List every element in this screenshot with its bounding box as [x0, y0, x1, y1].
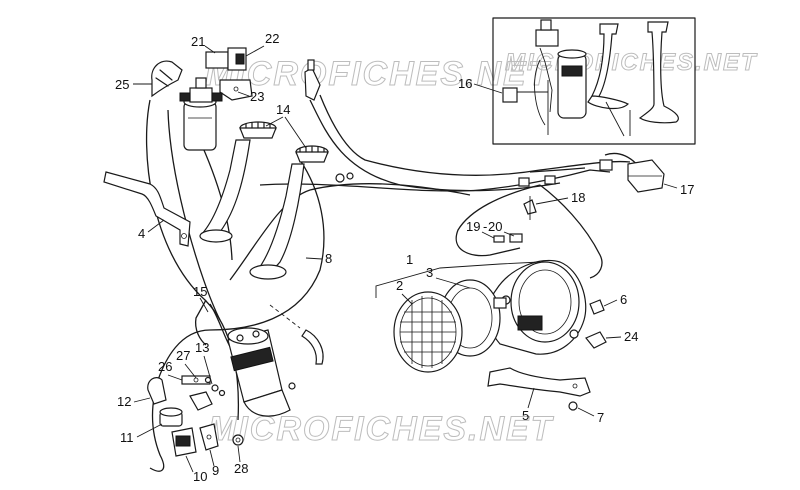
screw-6	[589, 299, 605, 315]
svg-text:10: 10	[193, 469, 207, 484]
svg-text:20: 20	[488, 219, 502, 234]
fasteners-left	[181, 375, 226, 411]
label-7: 7	[577, 407, 604, 425]
inset-components	[502, 19, 679, 137]
label-26: 26	[158, 359, 183, 381]
svg-text:17: 17	[680, 182, 694, 197]
watermark-inset: MICROFICHES.NET	[505, 49, 758, 76]
label-6: 6	[603, 292, 627, 307]
label-separator: -	[483, 219, 487, 234]
headlight-bracket	[487, 367, 591, 397]
svg-text:23: 23	[250, 89, 264, 104]
svg-text:11: 11	[120, 430, 134, 445]
label-25: 25	[115, 77, 152, 92]
switch-assembly	[205, 47, 253, 101]
svg-text:7: 7	[597, 410, 604, 425]
label-9: 9	[209, 449, 219, 478]
label-11: 11	[120, 423, 163, 445]
svg-text:27: 27	[176, 348, 190, 363]
label-19: 19	[466, 219, 495, 239]
svg-text:19: 19	[466, 219, 480, 234]
relay-17	[627, 159, 665, 193]
label-14: 14	[265, 102, 307, 149]
label-10: 10	[185, 455, 207, 484]
label-20: 20	[488, 219, 515, 237]
label-18: 18	[535, 190, 585, 205]
label-1: 1	[375, 252, 541, 298]
svg-text:15: 15	[193, 284, 207, 299]
bulb-holder	[493, 233, 523, 243]
nut-7	[568, 401, 578, 411]
bracket-left	[103, 171, 191, 247]
svg-text:14: 14	[276, 102, 290, 117]
label-28: 28	[234, 445, 248, 476]
svg-text:6: 6	[620, 292, 627, 307]
label-4: 4	[138, 219, 165, 241]
label-27: 27	[176, 348, 197, 379]
svg-text:25: 25	[115, 77, 129, 92]
label-23: 23	[237, 89, 264, 104]
relay-11	[159, 407, 183, 427]
watermark-top: MICROFICHES.NET	[205, 55, 552, 93]
nut-28	[232, 434, 244, 446]
svg-text:8: 8	[325, 251, 332, 266]
label-3: 3	[426, 265, 471, 289]
label-2: 2	[396, 278, 413, 305]
connector-12	[147, 377, 167, 405]
inset-box	[492, 17, 696, 145]
svg-text:4: 4	[138, 226, 145, 241]
svg-text:28: 28	[234, 461, 248, 476]
svg-text:13: 13	[195, 340, 209, 355]
label-12: 12	[117, 394, 151, 409]
label-22: 22	[245, 31, 279, 57]
label-17: 17	[663, 182, 694, 197]
svg-text:2: 2	[396, 278, 403, 293]
headlight-shell	[487, 259, 587, 355]
spark-plug-cap	[151, 60, 183, 98]
label-5: 5	[522, 387, 535, 423]
ignition-unit	[179, 77, 223, 151]
connector-18	[523, 196, 537, 220]
harness-connectors	[304, 59, 613, 187]
svg-text:24: 24	[624, 329, 638, 344]
bracket-9	[199, 423, 219, 451]
svg-text:18: 18	[571, 190, 585, 205]
label-15: 15	[193, 284, 209, 313]
label-13: 13	[195, 340, 213, 385]
headlight-lens	[393, 291, 463, 373]
ignition-coil	[227, 327, 296, 417]
svg-text:5: 5	[522, 408, 529, 423]
svg-text:12: 12	[117, 394, 131, 409]
svg-text:22: 22	[265, 31, 279, 46]
horn-right	[249, 145, 329, 280]
svg-text:3: 3	[426, 265, 433, 280]
clip-24	[585, 331, 607, 349]
svg-text:1: 1	[406, 252, 413, 267]
svg-text:9: 9	[212, 463, 219, 478]
label-24: 24	[605, 329, 638, 344]
relay-10	[171, 427, 197, 457]
svg-text:26: 26	[158, 359, 172, 374]
label-21: 21	[191, 34, 216, 54]
label-8: 8	[305, 251, 332, 266]
svg-text:16: 16	[458, 76, 472, 91]
label-16: 16	[458, 76, 503, 94]
svg-text:21: 21	[191, 34, 205, 49]
